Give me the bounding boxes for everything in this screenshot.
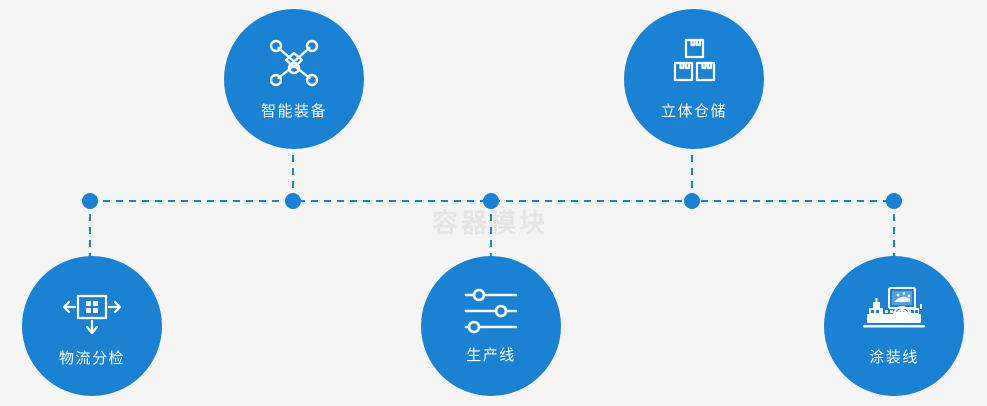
network-nodes-icon	[266, 38, 322, 90]
paint-machine-icon	[863, 286, 925, 336]
sliders-icon	[464, 288, 518, 334]
sorting-arrows-icon	[62, 285, 122, 337]
node-production-line[interactable]: 生产线	[421, 256, 561, 396]
junction-dot-logistics	[82, 193, 98, 209]
node-label-logistics-sorting: 物流分检	[58, 348, 125, 367]
node-painting-line[interactable]: 涂装线	[824, 256, 964, 396]
node-logistics-sorting[interactable]: 物流分检	[22, 256, 162, 396]
node-warehouse[interactable]: 立体仓储	[624, 9, 764, 149]
junction-dot-warehouse	[684, 193, 700, 209]
node-label-painting-line: 涂装线	[869, 347, 919, 366]
stacked-boxes-icon	[666, 38, 722, 90]
node-label-smart-equipment: 智能装备	[260, 101, 327, 120]
node-smart-equipment[interactable]: 智能装备	[224, 9, 364, 149]
junction-dot-production	[483, 193, 499, 209]
watermark-text: 容器模块	[432, 209, 549, 239]
node-label-warehouse: 立体仓储	[660, 101, 727, 120]
junction-dot-painting	[886, 193, 902, 209]
junction-dot-smart	[285, 193, 301, 209]
node-label-production-line: 生产线	[466, 345, 516, 364]
